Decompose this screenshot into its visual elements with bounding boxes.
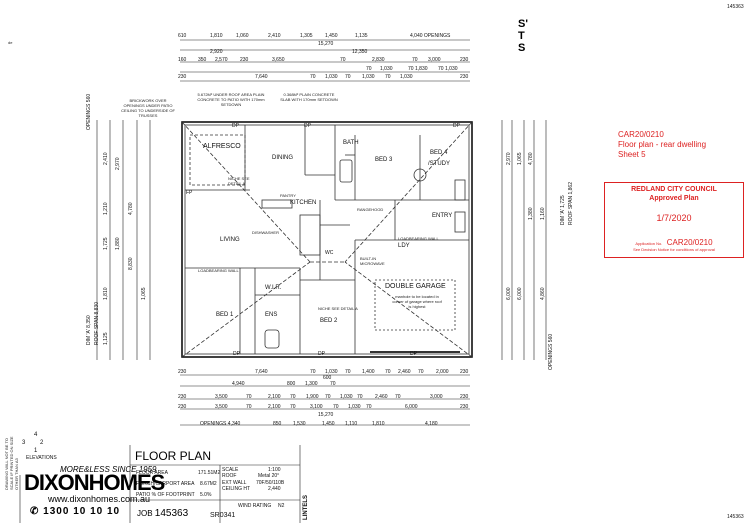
right-dim-a-label: DIM 'A' 1,725 bbox=[560, 195, 566, 225]
annotation-line1: Floor plan - rear dwelling bbox=[618, 140, 707, 149]
dp-label-1: DP bbox=[232, 123, 239, 129]
fp-label: FP bbox=[186, 190, 193, 196]
room-living: LIVING bbox=[220, 237, 240, 243]
room-study: /STUDY bbox=[428, 161, 451, 167]
brand-logo: DIXONHOMES bbox=[24, 470, 165, 495]
loadbearing-right: LOADBEARING WALL bbox=[398, 236, 439, 241]
room-laundry: LDY bbox=[398, 243, 410, 249]
room-wir: W.I.R. bbox=[265, 285, 282, 291]
slab-note: 0.368M² PLAIN CONCRETE SLAB WITH 170mm S… bbox=[280, 92, 338, 102]
right-openings-label: OPENINGS 560 bbox=[548, 333, 554, 370]
lintels-label: LINTELS bbox=[303, 495, 309, 520]
dp-label-2: DP bbox=[304, 123, 311, 129]
dp-label-6: DP bbox=[410, 351, 417, 357]
stamp-council: REDLAND CITY COUNCIL bbox=[631, 186, 717, 193]
bottom-overall-dim: 15,270 bbox=[318, 412, 334, 418]
sheet-ref-top: 145363 bbox=[727, 4, 744, 10]
loadbearing-left: LOADBEARING WALL bbox=[198, 268, 239, 273]
niche-note-2: NICHE SEE DETAIL A bbox=[318, 306, 358, 311]
left-roof-span-label: ROOF SPAN 8,830 bbox=[94, 302, 100, 345]
dp-label-3: DP bbox=[453, 123, 460, 129]
room-entry: ENTRY bbox=[432, 213, 453, 219]
dp-label-4: DP bbox=[233, 351, 240, 357]
room-bed2: BED 2 bbox=[320, 318, 338, 324]
room-bed4: BED 4 bbox=[430, 150, 448, 156]
sheet-title: FLOOR PLAN bbox=[135, 449, 212, 463]
annotation-line2: Sheet 5 bbox=[618, 150, 646, 159]
alfresco-area-note: 5.672M² UNDER ROOF AREA PLAIN CONCRETE T… bbox=[197, 92, 265, 107]
room-dining: DINING bbox=[272, 155, 293, 161]
room-kitchen: KITCHEN bbox=[290, 200, 317, 206]
room-ens: ENS bbox=[265, 312, 278, 318]
stamp-approved: Approved Plan bbox=[649, 195, 699, 202]
left-openings-label: OPENINGS 560 bbox=[86, 93, 92, 130]
room-wc: WC bbox=[325, 250, 334, 256]
brand-tagline: MORE&LESS SINCE 1959 bbox=[60, 465, 157, 474]
rangehood-label: RANGEHOOD bbox=[357, 207, 384, 212]
brand-website: www.dixonhomes.com.au bbox=[48, 494, 151, 504]
stamp-notice: See Decision Notice for conditions of ap… bbox=[633, 247, 715, 252]
brickwork-note: BRICKWORK OVER OPENINGS UNDER PATIO CEIL… bbox=[121, 98, 175, 118]
room-bed1: BED 1 bbox=[216, 312, 234, 318]
niche-note-1: NICHE SEE DETAIL A bbox=[228, 176, 250, 186]
annotation-ref: CAR20/0210 bbox=[618, 130, 664, 139]
room-double-garage: DOUBLE GARAGE bbox=[385, 283, 446, 290]
stamp-application: Application No. CAR20/0210 bbox=[635, 238, 713, 247]
dp-label-5: DP bbox=[318, 351, 325, 357]
garage-manhole-note: manhole to be located in corner of garag… bbox=[392, 294, 442, 309]
room-bed3: BED 3 bbox=[375, 157, 393, 163]
sheet-ref-bottom: 145363 bbox=[727, 514, 744, 520]
job-number: JOB 145363 bbox=[137, 508, 189, 519]
approval-stamp: REDLAND CITY COUNCIL Approved Plan 1/7/2… bbox=[604, 182, 744, 258]
dishwasher-label: DISHWASHER bbox=[252, 230, 279, 235]
left-dim-a-label: DIM 'A' 8,350 bbox=[86, 315, 92, 345]
stamp-date: 1/7/2020 bbox=[656, 213, 692, 223]
room-alfresco: ALFRESCO bbox=[203, 143, 241, 150]
pantry-label: PANTRY bbox=[280, 193, 296, 198]
room-bath: BATH bbox=[343, 140, 359, 146]
corner-mark: de bbox=[8, 40, 13, 45]
right-roof-span-label: ROOF SPAN 1,862 bbox=[568, 182, 574, 225]
drawing-scale-note: DRAWING WILL NOT BE TO SCALE IF PRINTED … bbox=[4, 436, 19, 490]
microwave-label: BUILT-IN MICROWAVE bbox=[360, 256, 385, 266]
top-overall-dim: 15,270 bbox=[318, 41, 334, 47]
sr-number: SR0341 bbox=[210, 512, 236, 519]
brand-phone: ✆ 1300 10 10 10 bbox=[30, 506, 121, 517]
